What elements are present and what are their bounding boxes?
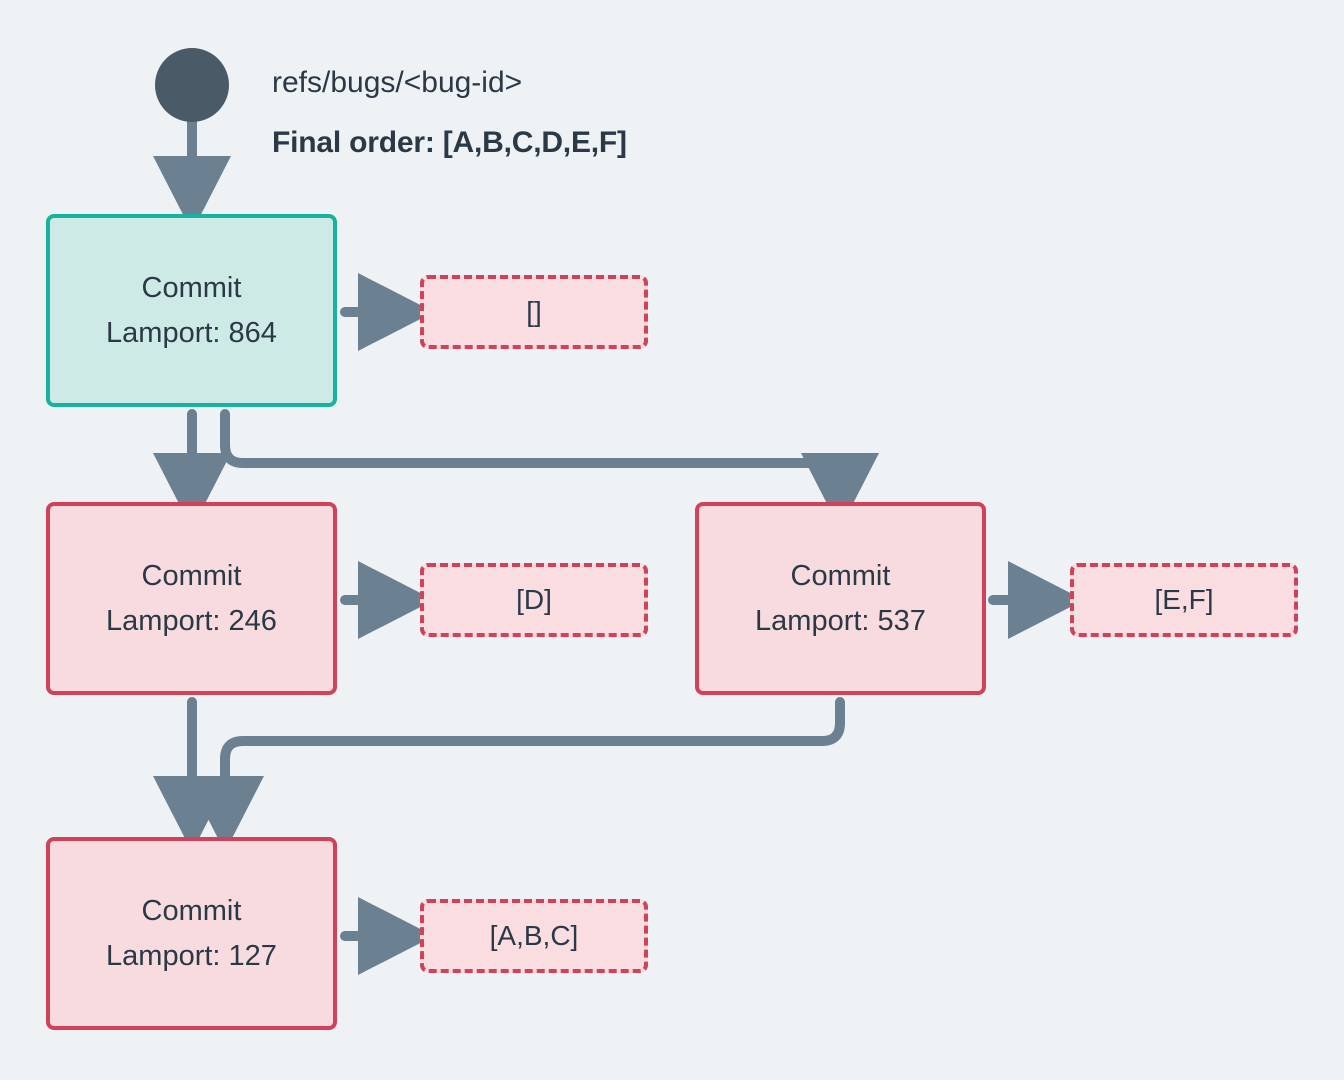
commit-node-864[interactable]: Commit Lamport: 864 (46, 214, 337, 407)
edge-c537-to-c127 (186, 697, 845, 853)
commit-title: Commit (141, 271, 242, 304)
commit-lamport: Lamport: 537 (755, 604, 926, 637)
commit-lamport: Lamport: 246 (106, 604, 277, 637)
edge-c864-to-c537 (220, 409, 879, 530)
final-order-label: Final order: [A,B,C,D,E,F] (272, 126, 627, 159)
commit-node-246[interactable]: Commit Lamport: 246 (46, 502, 337, 695)
commit-title: Commit (141, 559, 242, 592)
ops-box-537[interactable]: [E,F] (1070, 563, 1298, 637)
commit-lamport: Lamport: 127 (106, 939, 277, 972)
ops-box-127[interactable]: [A,B,C] (420, 899, 648, 973)
commit-title: Commit (141, 894, 242, 927)
ops-box-864[interactable]: [] (420, 275, 648, 349)
commit-title: Commit (790, 559, 891, 592)
commit-node-127[interactable]: Commit Lamport: 127 (46, 837, 337, 1030)
head-ref-label: refs/bugs/<bug-id> (272, 66, 523, 99)
commit-lamport: Lamport: 864 (106, 316, 277, 349)
ops-box-246[interactable]: [D] (420, 563, 648, 637)
root-ref-dot-icon (155, 48, 229, 122)
commit-node-537[interactable]: Commit Lamport: 537 (695, 502, 986, 695)
